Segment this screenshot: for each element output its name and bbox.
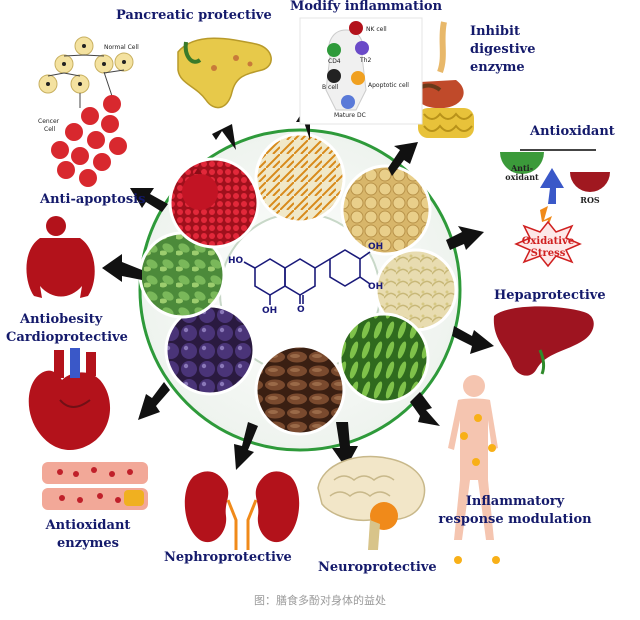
label-inhibit: Inhibit: [470, 24, 520, 39]
label-th2: Th2: [360, 57, 372, 64]
label-anti: Anti-: [510, 163, 534, 173]
food-photo-grapes: [164, 304, 256, 396]
food-photo-saffron: [254, 132, 346, 224]
digestive-illustration: [412, 21, 474, 138]
label-apoptotic-cell: Apoptotic cell: [368, 82, 409, 89]
figure-caption: 图：膳食多酚对身体的益处: [254, 594, 386, 607]
heart-illustration: [28, 348, 111, 451]
label-hepaprotective: Hepaprotective: [494, 288, 606, 303]
label-b-cell: B cell: [322, 84, 339, 91]
oxidative-stress-star: [514, 220, 582, 268]
cells-illustration: [38, 36, 134, 187]
flavonoid-molecule: [243, 249, 371, 305]
label-pancreatic-protective: Pancreatic protective: [116, 8, 272, 23]
body-illustration: [448, 375, 500, 564]
label-normal-cell: Normal Cell: [104, 44, 139, 51]
obesity-silhouette: [26, 216, 95, 298]
arrow-hepato: [452, 326, 494, 354]
food-photo-pomegranate: [168, 157, 260, 249]
arrow-enzymes: [138, 382, 170, 420]
label-nk-cell: NK cell: [366, 26, 387, 33]
food-photo-green-tea: [338, 312, 430, 404]
molecule-oh-right-mid: OH: [368, 282, 384, 292]
label-enzyme: enzyme: [470, 60, 525, 75]
label-cd4: CD4: [328, 58, 341, 65]
kidneys-illustration: [184, 471, 300, 550]
molecule-carbonyl: O: [297, 305, 305, 315]
arrow-digestive: [388, 142, 418, 176]
label-oxidative: Oxidative: [521, 236, 575, 247]
label-stress: Stress: [530, 248, 566, 259]
label-modify-inflammation: Modify inflammation: [290, 0, 443, 14]
label-inflammatory: Inflammatory: [465, 494, 565, 509]
arrows: [102, 106, 494, 470]
molecule-oh-right-top: OH: [368, 242, 384, 252]
label-nephroprotective: Nephroprotective: [164, 550, 292, 565]
molecule-oh-top-left: HO: [228, 256, 244, 266]
label-ros: ROS: [580, 195, 600, 205]
antioxidant-balance: [500, 149, 610, 268]
label-cardioprotective: Cardioprotective: [6, 330, 128, 345]
label-cancer-cell-1: Cencer: [38, 118, 60, 125]
molecule-oh-bottom: OH: [262, 306, 278, 316]
label-antioxidant-enzymes-1: Antioxidant: [45, 518, 131, 533]
vessels-illustration: [42, 462, 148, 510]
arrow-pancreatic: [212, 124, 236, 150]
label-antiobesity: Antiobesity: [20, 312, 103, 327]
label-response-modulation: response modulation: [438, 512, 592, 527]
arrow-antioxidant: [446, 226, 484, 250]
arrow-antiobesity: [102, 254, 142, 282]
arrow-nephro: [234, 422, 258, 470]
label-digestive: digestive: [470, 42, 536, 57]
arrow-inflammatory: [410, 392, 440, 426]
arrow-apoptosis: [130, 188, 168, 212]
label-cancer-cell-2: Cell: [44, 126, 56, 133]
label-oxidant: oxidant: [505, 172, 539, 182]
brain-illustration: [317, 455, 426, 550]
label-antioxidant: Antioxidant: [530, 124, 615, 139]
label-anti-apoptosis: Anti-apoptosis: [40, 192, 146, 207]
arrow-neuro: [332, 422, 358, 468]
liver-illustration: [493, 306, 594, 376]
immune-cells-illustration: [299, 17, 423, 125]
food-photo-cocoa-beans: [254, 344, 346, 436]
label-neuroprotective: Neuroprotective: [318, 560, 437, 575]
label-mature-dc: Mature DC: [334, 112, 366, 119]
food-photo-soybeans: [340, 164, 432, 256]
pancreas-illustration: [177, 37, 272, 109]
label-antioxidant-enzymes-2: enzymes: [56, 536, 119, 551]
